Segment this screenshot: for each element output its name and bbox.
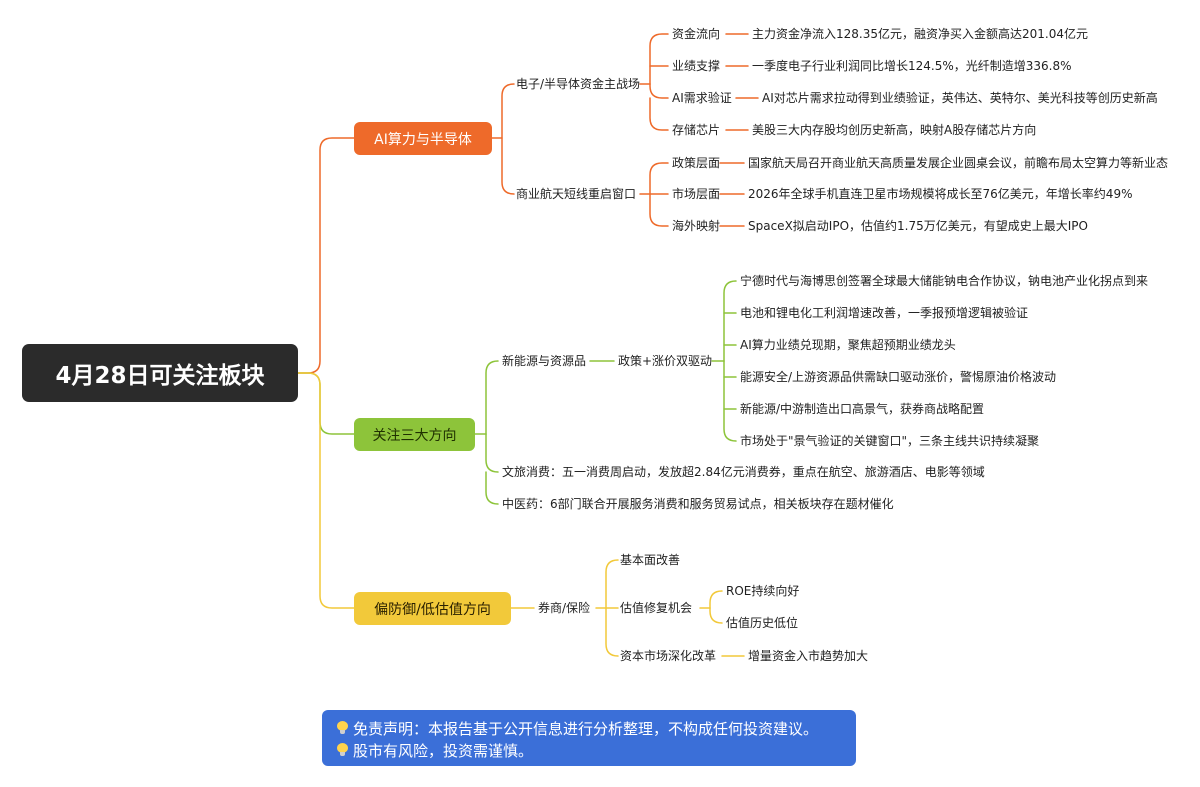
three-energy-item: 宁德时代与海博思创签署全球最大储能钠电合作协议，钠电池产业化拐点到来	[740, 274, 1149, 288]
lightbulb-icon	[336, 743, 349, 757]
ai-semi-item-label[interactable]: 业绩支撑	[672, 59, 721, 73]
def-sub-brokerage[interactable]: 券商/保险	[538, 601, 591, 615]
ai-sub-aerospace[interactable]: 商业航天短线重启窗口	[516, 187, 637, 201]
three-energy-driver[interactable]: 政策+涨价双驱动	[618, 354, 713, 368]
three-sub-tcm[interactable]: 中医药：6部门联合开展服务消费和服务贸易试点，相关板块存在题材催化	[502, 497, 894, 511]
branch-ai-node[interactable]: AI算力与半导体	[354, 122, 492, 155]
ai-semi-item-label[interactable]: 存储芯片	[672, 123, 721, 137]
def-item-fundamentals[interactable]: 基本面改善	[620, 553, 681, 567]
ai-semi-item-label[interactable]: AI需求验证	[672, 91, 732, 105]
disclaimer-line: 股市有风险，投资需谨慎。	[336, 740, 533, 761]
ai-semi-item-detail: 一季度电子行业利润同比增长124.5%，光纤制造增336.8%	[752, 59, 1072, 73]
ai-space-item-detail: 国家航天局召开商业航天高质量发展企业圆桌会议，前瞻布局太空算力等新业态	[748, 156, 1169, 170]
ai-semi-item-label[interactable]: 资金流向	[672, 27, 721, 41]
ai-semi-item-detail: AI对芯片需求拉动得到业绩验证，英伟达、英特尔、美光科技等创历史新高	[762, 91, 1158, 105]
disclaimer-text: 免责声明：本报告基于公开信息进行分析整理，不构成任何投资建议。	[353, 720, 819, 738]
branch-three-node[interactable]: 关注三大方向	[354, 418, 475, 451]
ai-space-item-detail: SpaceX拟启动IPO，估值约1.75万亿美元，有望成史上最大IPO	[748, 219, 1088, 233]
lightbulb-icon	[336, 721, 349, 735]
root-node[interactable]: 4月28日可关注板块	[22, 344, 298, 402]
ai-semi-item-detail: 主力资金净流入128.35亿元，融资净买入金额高达201.04亿元	[752, 27, 1088, 41]
def-item-valuation[interactable]: 估值修复机会	[620, 601, 693, 615]
three-energy-item: AI算力业绩兑现期，聚焦超预期业绩龙头	[740, 338, 956, 352]
ai-space-item-label[interactable]: 政策层面	[672, 156, 721, 170]
disclaimer-text: 股市有风险，投资需谨慎。	[353, 742, 534, 760]
three-energy-item: 能源安全/上游资源品供需缺口驱动涨价，警惕原油价格波动	[740, 370, 1057, 384]
def-valuation-child: ROE持续向好	[726, 584, 800, 598]
ai-semi-item-detail: 美股三大内存股均创历史新高，映射A股存储芯片方向	[752, 123, 1037, 137]
ai-space-item-detail: 2026年全球手机直连卫星市场规模将成长至76亿美元，年增长率约49%	[748, 187, 1133, 201]
disclaimer-box: 免责声明：本报告基于公开信息进行分析整理，不构成任何投资建议。 股市有风险，投资…	[322, 710, 856, 766]
def-reform-detail: 增量资金入市趋势加大	[748, 649, 869, 663]
three-sub-tourism[interactable]: 文旅消费：五一消费周启动，发放超2.84亿元消费券，重点在航空、旅游酒店、电影等…	[502, 465, 985, 479]
def-item-reform[interactable]: 资本市场深化改革	[620, 649, 717, 663]
three-energy-item: 新能源/中游制造出口高景气，获券商战略配置	[740, 402, 985, 416]
ai-sub-semiconductor[interactable]: 电子/半导体资金主战场	[516, 77, 641, 91]
ai-space-item-label[interactable]: 市场层面	[672, 187, 721, 201]
three-energy-item: 市场处于"景气验证的关键窗口"，三条主线共识持续凝聚	[740, 434, 1040, 448]
three-sub-energy[interactable]: 新能源与资源品	[502, 354, 587, 368]
disclaimer-line: 免责声明：本报告基于公开信息进行分析整理，不构成任何投资建议。	[336, 718, 818, 739]
ai-space-item-label[interactable]: 海外映射	[672, 219, 721, 233]
three-energy-item: 电池和锂电化工利润增速改善，一季报预增逻辑被验证	[740, 306, 1029, 320]
def-valuation-child: 估值历史低位	[726, 616, 799, 630]
branch-defensive-node[interactable]: 偏防御/低估值方向	[354, 592, 511, 625]
